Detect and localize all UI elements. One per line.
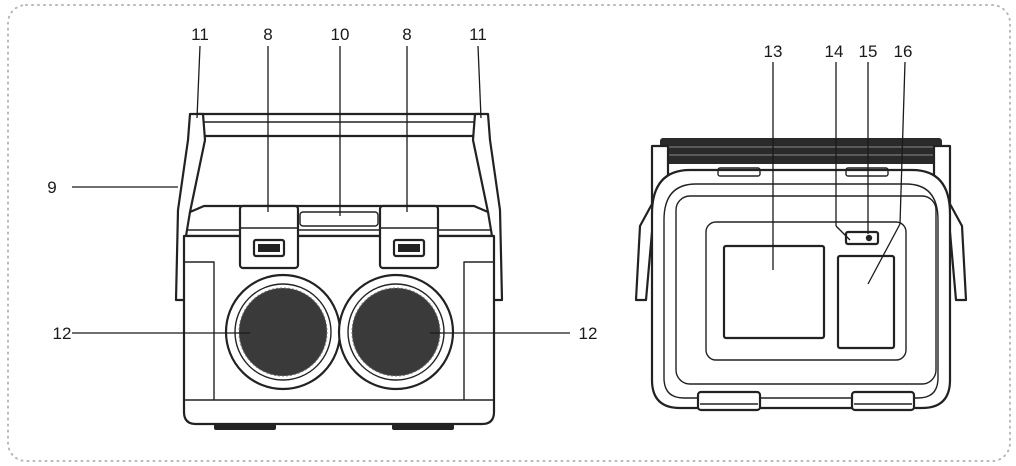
speaker-left <box>224 273 342 391</box>
foot-right <box>392 424 454 430</box>
latch-left <box>238 204 300 270</box>
front-view: 11 8 10 8 11 9 12 12 <box>47 25 597 430</box>
foot-left <box>214 424 276 430</box>
speaker-right <box>337 273 455 391</box>
rear-view: 13 14 15 16 <box>634 42 968 412</box>
callout-12-left: 12 <box>53 324 72 343</box>
handle-bar <box>191 112 487 138</box>
rear-panel <box>675 195 937 385</box>
callout-11-left: 11 <box>191 25 209 44</box>
callout-13: 13 <box>764 42 783 61</box>
lid-handle-recess <box>299 211 379 227</box>
callout-12-right: 12 <box>579 324 598 343</box>
callout-11-right: 11 <box>469 25 487 44</box>
callout-8-left: 8 <box>263 25 272 44</box>
compartment-16 <box>836 254 896 350</box>
port-14 <box>844 230 880 246</box>
callout-15: 15 <box>859 42 878 61</box>
control-recess <box>705 221 907 361</box>
compartment-13 <box>722 244 826 340</box>
port-15 <box>865 234 873 242</box>
callout-8-right: 8 <box>402 25 411 44</box>
latch-right <box>378 204 440 270</box>
callout-9: 9 <box>47 178 56 197</box>
rear-handle-bar <box>660 138 942 164</box>
callout-14: 14 <box>825 42 844 61</box>
callout-16: 16 <box>894 42 913 61</box>
callout-10: 10 <box>331 25 350 44</box>
lid <box>184 204 494 238</box>
dotted-frame <box>7 4 1011 462</box>
